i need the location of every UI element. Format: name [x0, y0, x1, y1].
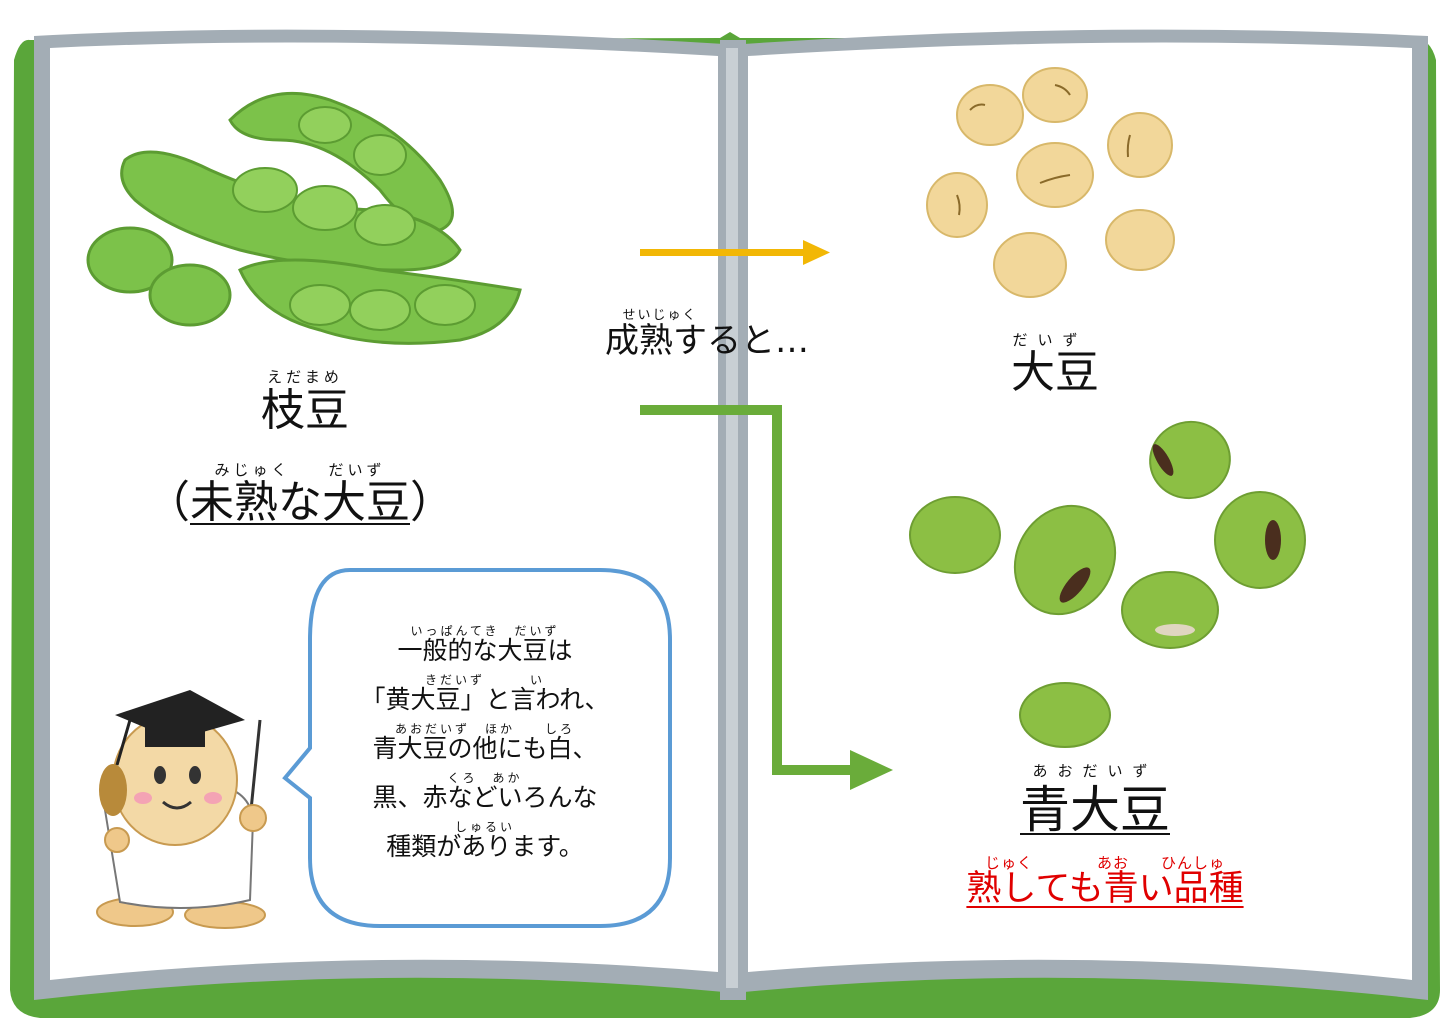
bubble-line-2: 「黄大豆」と言われ、: [360, 685, 610, 714]
edamame-ruby: えだまめ: [267, 368, 343, 386]
bubble-ruby-5: しゅるい: [454, 820, 515, 834]
soybean-label: 大豆: [1011, 347, 1099, 398]
bubble-ruby-2: きだいず い: [424, 673, 545, 687]
bubble-ruby-1: いっぱんてき だいず: [410, 624, 560, 638]
edamame-label: 枝豆: [261, 385, 349, 436]
green-soybeans-illustration: [909, 420, 1306, 748]
edamame-pods-illustration: [86, 91, 522, 345]
paren-open: （: [146, 477, 190, 528]
professor-bean-mascot: [96, 690, 267, 929]
yellow-right-arrow-icon: [640, 240, 830, 265]
green-soybean-note-ruby: じゅく あお ひんしゅ: [984, 854, 1225, 872]
bubble-line-5: 種類があります。: [386, 832, 584, 861]
paren-close: ）: [410, 477, 454, 528]
green-soybean-note: 熟しても青い品種: [966, 869, 1244, 909]
speech-bubble-text: いっぱんてき だいず 一般的な大豆は きだいず い 「黄大豆」と言われ、 あおだ…: [345, 625, 625, 870]
immature-soybean-text: 未熟な大豆: [190, 477, 410, 528]
immature-soybean-ruby: みじゅく だいず: [214, 461, 386, 479]
bubble-line-3: 青大豆の他にも白、: [372, 734, 598, 763]
maturation-text: 成熟すると…: [605, 321, 809, 361]
immature-soybean-note: （未熟な大豆）: [140, 478, 460, 528]
bubble-line-1: 一般的な大豆は: [397, 636, 573, 665]
bubble-ruby-4: くろ あか: [447, 771, 523, 785]
bubble-line-4: 黒、赤などいろんな: [372, 783, 598, 812]
speech-bubble: [282, 568, 672, 928]
soybean-ruby: だいず: [1012, 331, 1088, 349]
green-soybean-label: 青大豆: [1020, 781, 1170, 839]
green-right-arrow-icon: [640, 405, 893, 790]
maturation-ruby: せいじゅく: [622, 308, 698, 323]
green-soybean-ruby: あおだいず: [1032, 762, 1158, 780]
bubble-ruby-3: あおだいず ほか しろ: [394, 722, 575, 736]
yellow-soybeans-illustration: [926, 67, 1175, 298]
